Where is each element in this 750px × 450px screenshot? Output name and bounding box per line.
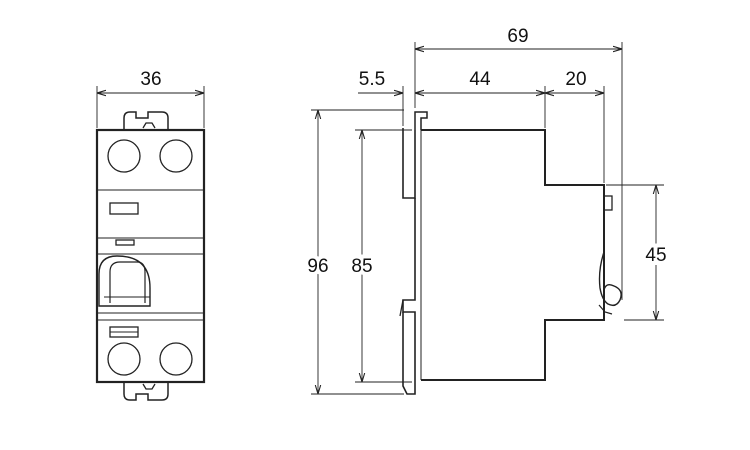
side-view <box>399 111 622 395</box>
indicator-slot <box>115 239 135 246</box>
terminal-top-right <box>159 139 193 173</box>
terminal-bottom-right <box>159 342 193 376</box>
terminal-top-left <box>107 139 141 173</box>
terminal-bottom-left <box>107 342 141 376</box>
dim-label-20: 20 <box>565 69 586 90</box>
dim-overall-height: 96 <box>303 109 404 395</box>
dim-overall-depth: 69 <box>414 26 623 300</box>
dim-label-36: 36 <box>140 69 161 90</box>
bottom-din-clip <box>123 382 169 401</box>
side-body <box>421 129 605 381</box>
dim-body-depth: 44 <box>415 69 546 128</box>
lever-profile <box>598 251 622 307</box>
front-view <box>95 111 206 401</box>
toggle-lever <box>98 255 151 307</box>
dim-label-45: 45 <box>645 245 666 266</box>
dim-body-height: 85 <box>347 129 412 383</box>
dim-front-width: 36 <box>96 69 205 128</box>
dim-label-69: 69 <box>507 26 528 47</box>
dim-label-44: 44 <box>469 69 491 90</box>
dim-front-height: 45 <box>606 184 671 321</box>
top-din-clip <box>123 111 169 130</box>
test-button <box>109 202 139 215</box>
din-hook <box>414 111 428 130</box>
dim-label-5-5: 5.5 <box>359 69 385 90</box>
dim-din-offset: 5.5 <box>358 69 427 126</box>
dim-label-96: 96 <box>307 256 328 277</box>
dim-label-85: 85 <box>351 256 372 277</box>
dim-front-depth: 20 <box>545 69 605 183</box>
